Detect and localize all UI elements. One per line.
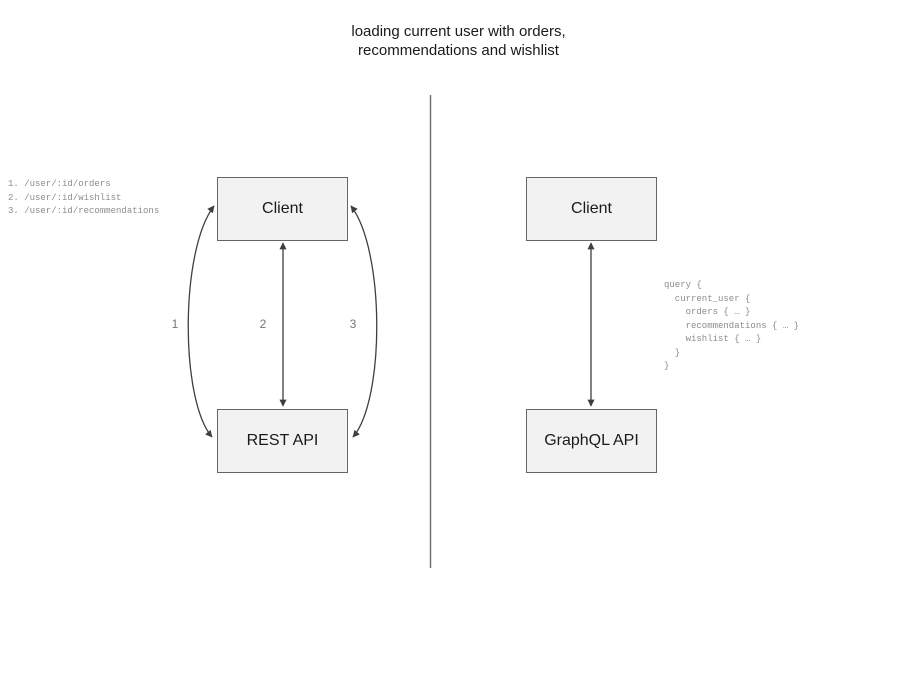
node-client-rest[interactable]: Client: [217, 177, 348, 241]
node-rest-api-label: REST API: [246, 432, 319, 449]
edge-label-2: 2: [259, 317, 267, 331]
node-client-graphql[interactable]: Client: [526, 177, 657, 241]
node-client-rest-label: Client: [262, 200, 303, 217]
node-graphql-api[interactable]: GraphQL API: [526, 409, 657, 473]
node-rest-api[interactable]: REST API: [217, 409, 348, 473]
page-title: loading current user with orders, recomm…: [351, 23, 566, 59]
rest-endpoint-list: 1. /user/:id/orders 2. /user/:id/wishlis…: [8, 179, 160, 216]
graphql-query-snippet: query { current_user { orders { … } reco…: [664, 280, 800, 371]
rest-edge-3-curve: [350, 205, 378, 438]
edge-label-3: 3: [349, 317, 357, 331]
edge-label-1: 1: [171, 317, 179, 331]
node-client-graphql-label: Client: [571, 200, 612, 217]
rest-edge-1-curve: [187, 205, 215, 438]
node-graphql-api-label: GraphQL API: [544, 432, 639, 449]
